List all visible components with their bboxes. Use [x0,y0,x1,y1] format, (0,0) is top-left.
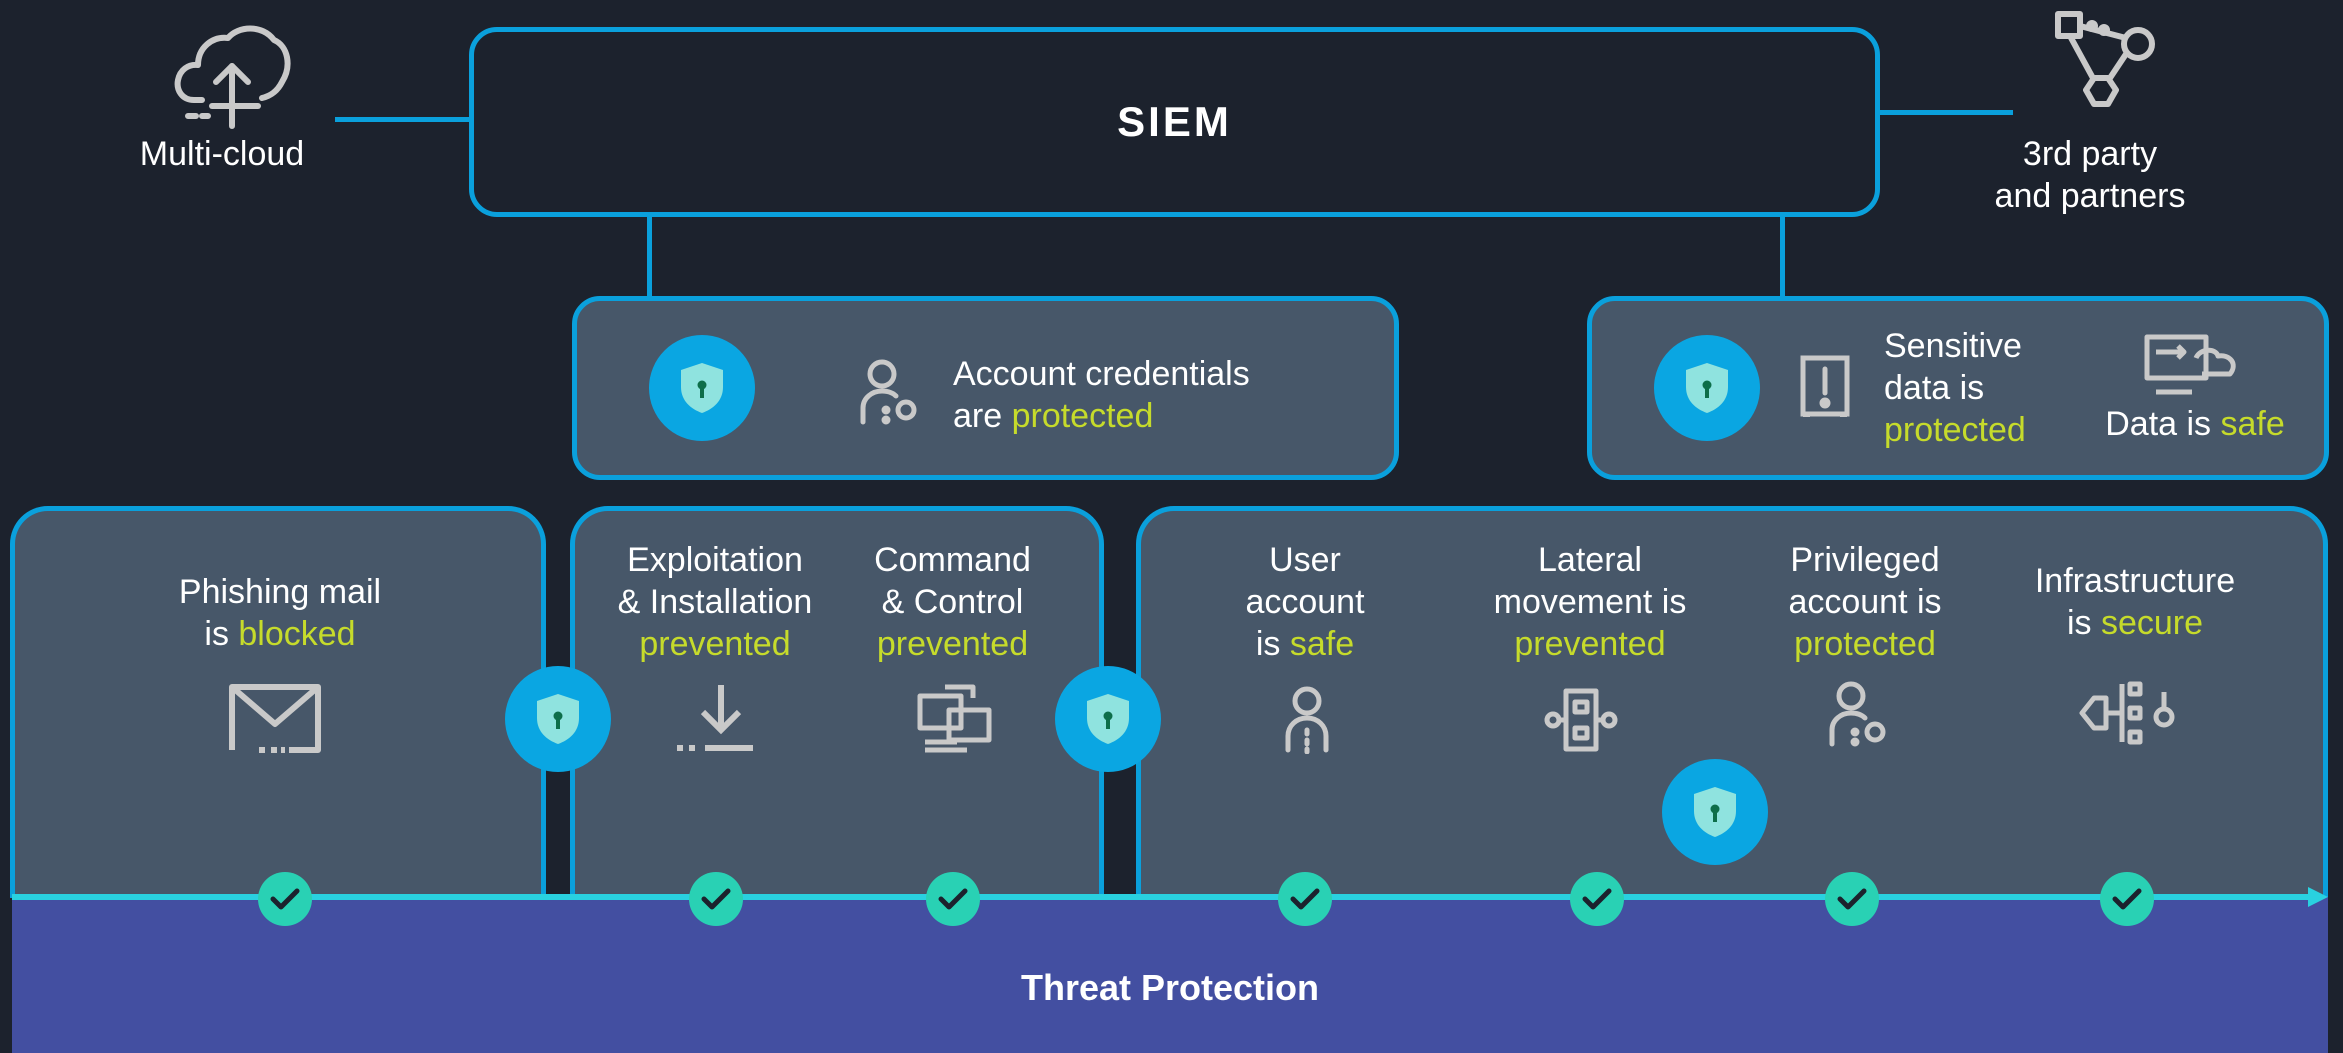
exploitation-text: Exploitation & Installation prevented [595,539,835,665]
infrastructure-line2: is [2066,604,2101,642]
infrastructure-line1: Infrastructure [2034,562,2236,600]
check-icon [926,872,980,926]
account-credentials-line2: are [953,397,1012,435]
shield-icon [505,666,611,772]
exploitation-line2: & Installation [617,583,813,621]
shield-icon [1662,759,1768,865]
sensitive-data-status: protected [1884,411,2026,449]
third-party-label: 3rd party and partners [1960,133,2220,217]
data-safe-status: safe [2220,405,2285,443]
shield-icon [649,335,755,441]
remote-desktop-icon [917,684,993,754]
shield-icon [1055,666,1161,772]
phishing-line2: is [204,615,239,653]
shield-icon [1654,335,1760,441]
multicloud-label: Multi-cloud [139,135,305,173]
check-icon [1825,872,1879,926]
phishing-panel [10,506,546,898]
siem-box: SIEM [469,27,1880,217]
user-account-line3: is [1255,625,1290,663]
sensitive-data-line1: Sensitive [1884,327,2022,365]
third-party-line2: and partners [1994,177,2186,215]
command-text: Command & Control prevented [830,539,1075,665]
exploitation-line1: Exploitation [627,541,803,579]
check-icon [2100,872,2154,926]
siem-left-connector [647,215,652,297]
timeline-line [12,894,2312,900]
user-account-line1: User [1269,541,1341,579]
third-party-connector [1878,110,2013,115]
phishing-status: blocked [238,615,356,653]
privileged-line1: Privileged [1790,541,1940,579]
command-status: prevented [876,625,1029,663]
account-credentials-text: Account credentials are protected [953,353,1353,437]
monitor-cloud-icon [2144,334,2240,398]
threat-protection-bar: Threat Protection [12,897,2328,1053]
lateral-status: prevented [1514,625,1666,663]
user-account-text: User account is safe [1220,539,1390,665]
exploitation-command-panel [570,506,1104,898]
check-icon [1278,872,1332,926]
check-icon [258,872,312,926]
lateral-network-icon [1544,688,1618,752]
exploitation-status: prevented [639,625,791,663]
check-icon [1570,872,1624,926]
data-safe-text: Data is safe [2090,403,2300,445]
infrastructure-icon [2078,680,2178,746]
privileged-status: protected [1794,625,1936,663]
command-line2: & Control [881,583,1024,621]
user-key-icon [1829,680,1891,748]
alert-document-icon [1800,355,1850,417]
timeline-arrowhead [2308,887,2328,907]
check-icon [689,872,743,926]
download-icon [677,682,753,754]
threat-protection-title: Threat Protection [1020,967,1320,1008]
third-party-line1: 3rd party [2022,135,2158,173]
command-line1: Command [874,541,1031,579]
user-account-status: safe [1289,625,1355,663]
cloud-upload-icon [174,22,292,130]
privileged-text: Privileged account is protected [1740,539,1990,665]
user-icon [1284,686,1330,754]
multicloud-connector [335,117,470,122]
network-nodes-icon [2052,8,2160,116]
user-key-icon [860,358,922,426]
infrastructure-status: secure [2100,604,2204,642]
mail-icon [229,684,321,754]
infrastructure-text: Infrastructure is secure [2010,560,2260,644]
phishing-line1: Phishing mail [178,573,382,611]
data-safe-label: Data is [2105,405,2221,443]
lateral-text: Lateral movement is prevented [1460,539,1720,665]
user-account-line2: account [1245,583,1365,621]
account-credentials-line1: Account credentials [953,355,1250,393]
sensitive-data-line2: data is [1884,369,1985,407]
lateral-line1: Lateral [1538,541,1642,579]
privileged-line2: account is [1788,583,1942,621]
siem-title: SIEM [1117,98,1232,145]
lateral-line2: movement is [1493,583,1687,621]
account-credentials-status: protected [1011,397,1154,435]
sensitive-data-text: Sensitive data is protected [1884,325,2064,451]
siem-right-connector [1780,215,1785,297]
phishing-text: Phishing mail is blocked [130,571,430,655]
